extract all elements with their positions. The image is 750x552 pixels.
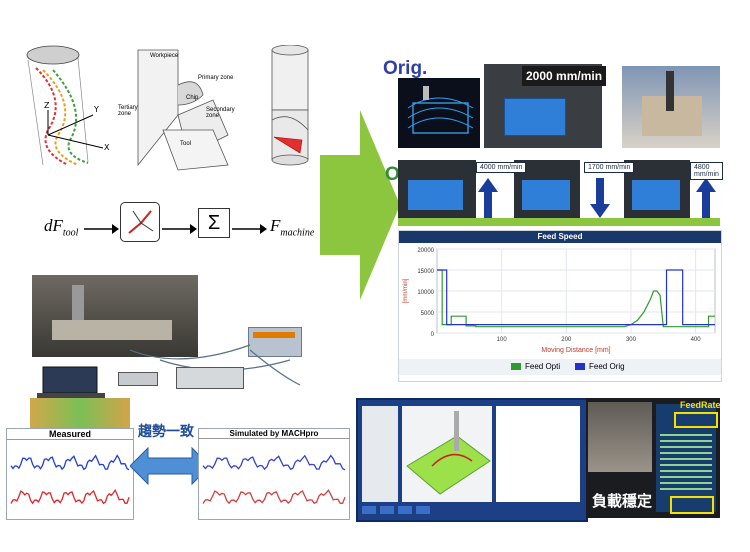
signal-trace: [10, 489, 130, 505]
x-tick-label: 400: [691, 337, 702, 343]
orig-toolpath-image: [398, 78, 480, 148]
signal-trace: [10, 454, 130, 471]
load-box: [670, 496, 714, 514]
simulated-panel: Simulated by MACHpro: [198, 428, 350, 520]
feed-chart-legend: Feed Opti Feed Orig: [399, 359, 721, 375]
software-button-3[interactable]: [398, 506, 412, 514]
label-secondary-zone: Secondary zone: [206, 107, 235, 119]
x-tick-label: 300: [626, 337, 637, 343]
y-tick-label: 15000: [417, 269, 434, 275]
power-supply: [176, 367, 244, 389]
legend-opti-swatch: [511, 363, 521, 370]
series-line-feed-orig: [437, 269, 715, 326]
signal-trace: [202, 489, 346, 505]
legend-orig-label: Feed Orig: [589, 362, 625, 371]
opt-strip: 4000 mm/min 1700 mm/min 4800 mm/min: [398, 158, 723, 224]
software-buttons: [362, 506, 432, 516]
y-tick-label: 5000: [421, 311, 435, 317]
tool-force-icon: [120, 202, 160, 242]
feed-plot: 20000 15000 10000 5000 0 100 200 300 400 [mm/min]…: [403, 248, 716, 354]
up-arrow-icon: [696, 178, 716, 218]
speed-top-chip: 2000 mm/min: [522, 66, 607, 86]
software-panel: [496, 406, 580, 502]
software-button-4[interactable]: [416, 506, 430, 514]
y-tick-label: 10000: [417, 290, 434, 296]
software-button-2[interactable]: [380, 506, 394, 514]
opt-green-bar: [398, 218, 720, 226]
formula-left: dFtool: [44, 216, 79, 239]
feedrate-box: [674, 412, 718, 428]
software-window: [356, 398, 588, 522]
y-tick-label: 0: [431, 332, 435, 338]
daq-box: [248, 327, 302, 357]
simulated-label: Simulated by MACHpro: [199, 429, 349, 439]
label-workpiece: Workpiece: [150, 53, 179, 59]
label-tertiary-zone: Tertiary zone: [118, 105, 138, 117]
software-button-1[interactable]: [362, 506, 376, 514]
label-chip: Chip: [186, 95, 199, 101]
x-axis-label: Moving Distance [mm]: [541, 347, 610, 354]
speed-chip-1: 4000 mm/min: [476, 162, 527, 173]
software-left-tree: [362, 406, 398, 502]
opt-frame-3: [624, 160, 690, 220]
signal-trace: [202, 454, 346, 471]
label-primary-zone: Primary zone: [198, 75, 234, 81]
down-arrow-icon: [590, 178, 610, 218]
svg-text:X: X: [104, 143, 110, 152]
feedrate-label: FeedRate: [680, 400, 721, 410]
measured-label: Measured: [7, 429, 133, 440]
up-arrow-icon: [478, 178, 498, 218]
cutting-zone-sketch: Workpiece Primary zone Chip Secondary zo…: [118, 45, 248, 175]
speed-chip-2: 1700 mm/min: [584, 162, 635, 173]
cnc-panel: FeedRate 負載穩定: [586, 398, 721, 518]
amplifier-box: [118, 372, 158, 386]
svg-text:Y: Y: [93, 105, 99, 114]
measured-panel: Measured: [6, 428, 134, 520]
cnc-screen: [656, 404, 716, 512]
legend-opti-label: Feed Opti: [525, 362, 561, 371]
force-formula: dFtool Σ Fmachine: [44, 202, 334, 252]
workpiece-image: [30, 398, 130, 428]
svg-text:Z: Z: [44, 101, 50, 110]
feed-chart-header: Feed Speed: [399, 231, 721, 243]
speed-chip-3: 4800 mm/min: [690, 162, 723, 180]
sum-block: Σ: [198, 208, 230, 238]
label-tool: Tool: [180, 141, 192, 147]
load-label: 負載穩定: [592, 492, 653, 510]
big-arrow-icon: [320, 110, 400, 300]
x-tick-label: 100: [497, 337, 508, 343]
y-axis-label: [mm/min]: [403, 278, 409, 303]
feed-speed-chart: Feed Speed 20000 15000 10000 5000 0 100 200 300…: [398, 230, 722, 382]
x-tick-label: 200: [561, 337, 572, 343]
software-3d-view: [402, 406, 492, 502]
formula-right: Fmachine: [270, 216, 315, 239]
helical-tool-sketch: Z X Y: [8, 40, 118, 170]
trend-text: 趨勢一致: [138, 424, 194, 440]
endmill-sketch: [260, 44, 320, 175]
machine-photo: [622, 66, 720, 148]
cnc-photo: [588, 402, 652, 472]
laptop-icon: [35, 365, 107, 401]
legend-orig-swatch: [575, 363, 585, 370]
orig-label: Orig.: [383, 58, 428, 79]
y-tick-label: 20000: [417, 248, 434, 254]
opt-frame-1: [398, 160, 476, 220]
machine-setup-photo: [32, 275, 198, 357]
